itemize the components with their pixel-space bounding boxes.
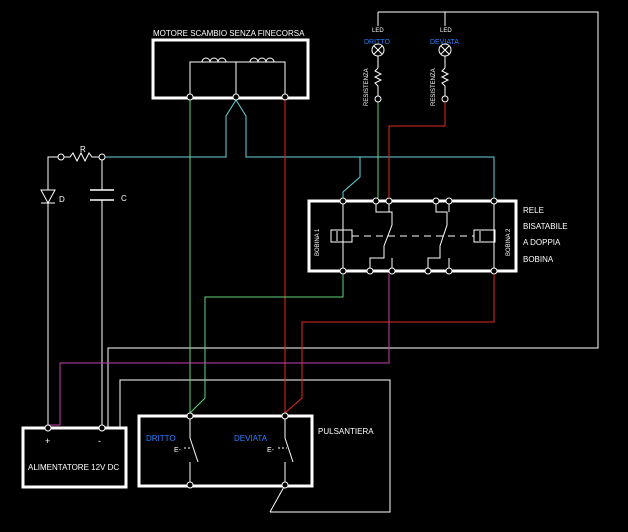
d-label: D [59,195,65,204]
capacitor-icon [90,189,114,201]
push-button-deviata-icon [278,416,294,485]
motor-terminal-common [232,93,240,101]
bobina-1-label: BOBINA 1 [315,228,321,256]
rele-line-4: BOBINA [523,255,554,264]
red-wire-led [388,102,446,198]
switch-contact-1 [369,201,393,271]
power-minus-terminal [98,424,106,432]
button-deviata-e: E- [267,447,275,454]
motor-box [151,38,310,100]
pulsantiera-box [137,414,314,488]
pulsantiera-terminals [186,412,289,489]
motor-terminal-1 [186,93,194,101]
magenta-wire [48,274,390,426]
r-terminal-left [57,153,65,161]
resistor-deviata-icon [440,67,450,96]
r-label: R [80,145,86,154]
led-label-2: LED [440,28,452,34]
motor-terminal-2 [281,93,289,101]
rele-line-2: BISATABILE [523,222,568,231]
diode-icon [40,189,56,205]
pulsantiera-label: PULSANTIERA [318,427,374,436]
relay-bottom-terminals [339,267,498,275]
resistor-r-icon [64,151,99,163]
green-wire-relay-switch [189,274,344,414]
relay-box [307,199,518,273]
led-label-1: LED [372,28,384,34]
button-deviata-label: DEVIATA [234,434,268,443]
cyan-wire-motor-common [105,99,237,158]
r-terminal-right [98,153,106,161]
power-supply-box [21,426,128,489]
cyan-wire-coil1 [342,157,361,198]
rele-line-3: A DOPPIA [523,238,561,247]
rele-line-1: RELE [523,206,544,215]
resistor-dritto-icon [373,67,383,96]
power-plus-terminal [44,424,52,432]
bobina-2-label: BOBINA 2 [506,228,512,256]
switch-contact-2 [427,201,448,271]
motor-title: MOTORE SCAMBIO SENZA FINECORSA [153,29,305,38]
push-button-dritto-icon [184,416,199,485]
cyan-wire-motor-relay [235,99,495,198]
led-deviata-terminal [441,95,449,103]
relay-top-terminals [339,197,498,205]
resistenza-label-1: RESISTENZA [364,68,370,106]
power-supply-label: ALIMENTATORE 12V DC [28,463,119,472]
red-wire-relay-switch [284,274,495,414]
button-dritto-e: E- [174,447,182,454]
coil-2-icon [249,57,275,63]
coil-1-icon [330,229,353,243]
motor-inner-wiring [189,61,286,97]
left-top-wire [47,156,58,190]
coil-1-icon [201,57,227,63]
led-dritto-label: DRITTO [364,39,390,46]
pulsantiera-bottom-out [269,484,286,513]
coil-2-icon [473,229,496,243]
c-label: C [121,194,127,203]
button-dritto-label: DRITTO [146,434,176,443]
plus-label: + [45,436,50,446]
pulsantiera-frame-wire [119,379,391,513]
led-deviata-label: DEVIATA [430,39,459,46]
resistenza-label-2: RESISTENZA [431,68,437,106]
outer-loop-wire [107,11,599,428]
led-dritto-terminal [374,95,382,103]
minus-label: - [98,436,101,446]
